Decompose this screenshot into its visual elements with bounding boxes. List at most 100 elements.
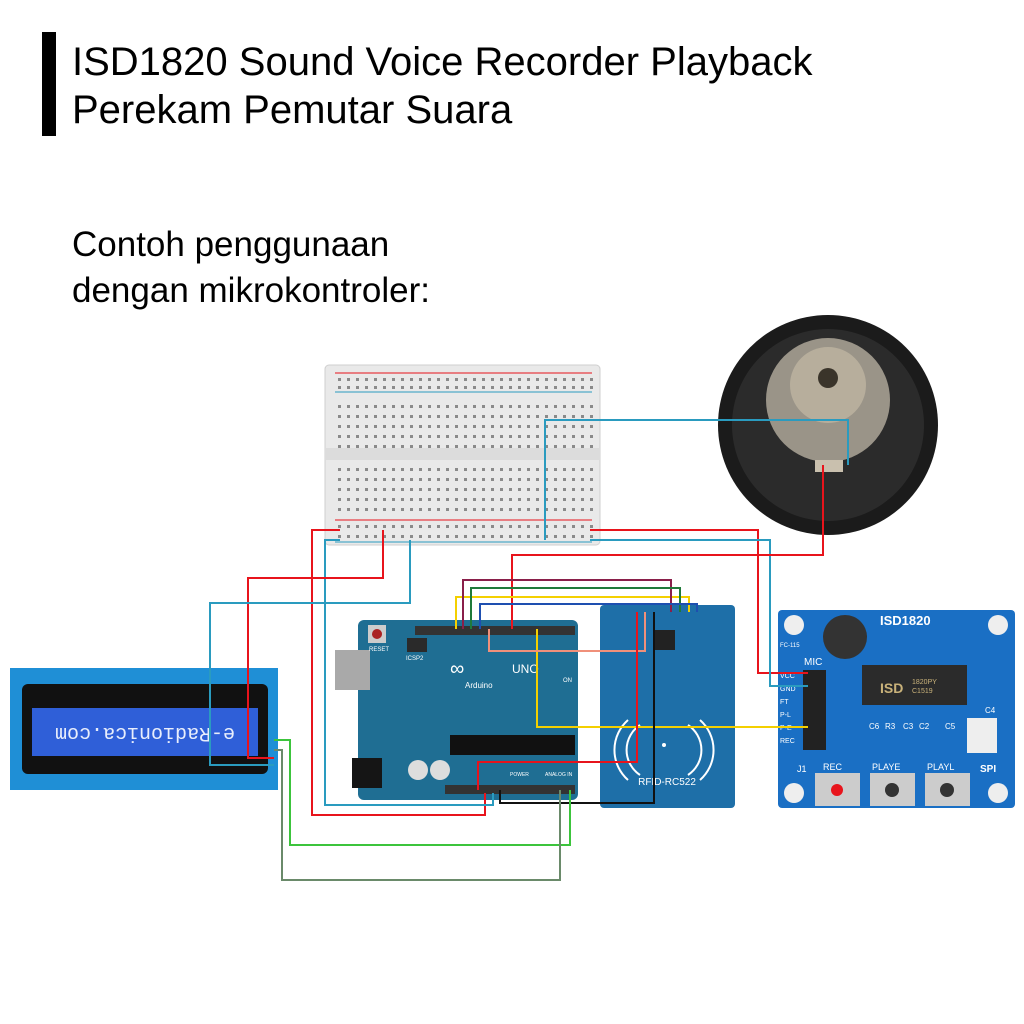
breadboard-hole (554, 386, 557, 389)
breadboard-hole (464, 405, 467, 408)
breadboard-hole (428, 535, 431, 538)
breadboard-hole (482, 488, 485, 491)
breadboard-hole (590, 508, 593, 511)
title-line-2: Perekam Pemutar Suara (72, 88, 513, 132)
breadboard-hole (491, 415, 494, 418)
breadboard-hole (410, 488, 413, 491)
breadboard-hole (473, 508, 476, 511)
breadboard-hole (518, 535, 521, 538)
breadboard-hole (428, 488, 431, 491)
power-label: POWER (510, 772, 529, 778)
breadboard-hole (500, 415, 503, 418)
breadboard-hole (581, 498, 584, 501)
breadboard-hole (473, 445, 476, 448)
breadboard-hole (437, 508, 440, 511)
breadboard-hole (545, 425, 548, 428)
breadboard-hole (356, 478, 359, 481)
breadboard-hole (482, 435, 485, 438)
breadboard-hole (356, 386, 359, 389)
breadboard-hole (491, 425, 494, 428)
breadboard-hole (446, 435, 449, 438)
wire-blue-speaker (544, 419, 849, 540)
breadboard-hole (464, 478, 467, 481)
breadboard-hole (482, 445, 485, 448)
breadboard-hole (536, 415, 539, 418)
breadboard-hole (491, 508, 494, 511)
breadboard-hole (374, 445, 377, 448)
breadboard-hole (563, 478, 566, 481)
breadboard-hole (527, 488, 530, 491)
breadboard-hole (347, 488, 350, 491)
breadboard-hole (365, 478, 368, 481)
breadboard-hole (410, 525, 413, 528)
breadboard-hole (410, 468, 413, 471)
breadboard-hole (347, 498, 350, 501)
rec-button[interactable] (815, 773, 860, 806)
playe-label: PLAYE (872, 762, 900, 772)
breadboard-hole (554, 445, 557, 448)
breadboard-hole (500, 435, 503, 438)
breadboard-hole (419, 508, 422, 511)
breadboard-hole (554, 488, 557, 491)
breadboard-hole (356, 415, 359, 418)
breadboard-hole (401, 435, 404, 438)
uno-label: UNO (512, 662, 539, 676)
breadboard-hole (545, 498, 548, 501)
breadboard-hole (500, 386, 503, 389)
breadboard-hole (455, 468, 458, 471)
breadboard-hole (473, 535, 476, 538)
breadboard-hole (428, 386, 431, 389)
breadboard-hole (410, 478, 413, 481)
wire-purple (462, 579, 672, 629)
breadboard-hole (536, 468, 539, 471)
breadboard-hole (365, 386, 368, 389)
breadboard-hole (482, 498, 485, 501)
spi-label: SPI (980, 764, 996, 775)
breadboard-hole (356, 488, 359, 491)
breadboard-hole (437, 425, 440, 428)
arduino-logo: ∞ (450, 658, 464, 680)
breadboard-hole (464, 435, 467, 438)
breadboard-hole (392, 478, 395, 481)
breadboard-hole (392, 525, 395, 528)
breadboard-hole (374, 508, 377, 511)
breadboard-hole (410, 508, 413, 511)
breadboard-hole (401, 508, 404, 511)
breadboard-hole (491, 488, 494, 491)
breadboard-hole (536, 525, 539, 528)
breadboard-hole (410, 498, 413, 501)
breadboard-hole (554, 525, 557, 528)
analog-label: ANALOG IN (545, 772, 573, 778)
breadboard-hole (410, 425, 413, 428)
breadboard-hole (563, 415, 566, 418)
breadboard-hole (464, 378, 467, 381)
breadboard-hole (590, 525, 593, 528)
breadboard-hole (572, 478, 575, 481)
breadboard-hole (563, 378, 566, 381)
breadboard-hole (419, 435, 422, 438)
breadboard-hole (572, 525, 575, 528)
breadboard-hole (500, 425, 503, 428)
breadboard-hole (383, 445, 386, 448)
breadboard-hole (500, 478, 503, 481)
wire-gray-a5 (274, 749, 561, 881)
breadboard-hole (374, 425, 377, 428)
rfid-label: RFID-RC522 (638, 777, 696, 788)
breadboard-hole (563, 435, 566, 438)
breadboard-hole (590, 378, 593, 381)
breadboard-hole (518, 508, 521, 511)
j1-label: J1 (797, 764, 807, 774)
breadboard-hole (356, 498, 359, 501)
breadboard-hole (374, 488, 377, 491)
playe-button[interactable] (870, 773, 915, 806)
breadboard-hole (428, 405, 431, 408)
wire-green-a4 (274, 739, 571, 846)
breadboard-hole (563, 468, 566, 471)
breadboard-hole (563, 445, 566, 448)
wire-salmon (488, 612, 646, 652)
breadboard-hole (491, 478, 494, 481)
breadboard-hole (446, 498, 449, 501)
breadboard-hole (554, 425, 557, 428)
playl-button[interactable] (925, 773, 970, 806)
breadboard-hole (365, 525, 368, 528)
